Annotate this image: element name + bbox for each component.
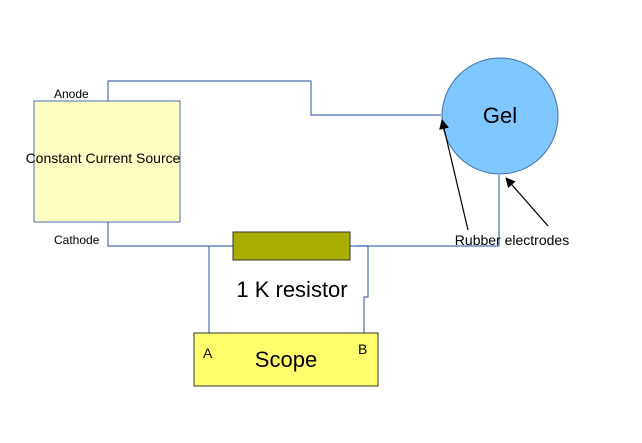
rubber-electrodes-label: Rubber electrodes bbox=[455, 232, 569, 248]
constant-current-source-box bbox=[33, 100, 181, 223]
scope-b-wire bbox=[357, 245, 369, 333]
gel-label: Gel bbox=[483, 103, 517, 128]
resistor-body bbox=[232, 231, 351, 261]
resistor-label: 1 K resistor bbox=[236, 277, 347, 302]
constant-current-source-label: Constant Current Source bbox=[26, 150, 181, 166]
anode-wire bbox=[107, 80, 441, 116]
scope-label: Scope bbox=[255, 347, 317, 372]
cathode-wire bbox=[107, 222, 233, 247]
scope-box bbox=[193, 332, 379, 387]
electrode-arrow-left bbox=[439, 119, 469, 231]
resistor-to-gel-wire bbox=[350, 175, 500, 247]
wires bbox=[107, 80, 500, 333]
electrode-arrow-right bbox=[505, 177, 549, 227]
scope-terminal-b-label: B bbox=[358, 341, 367, 357]
cathode-label: Cathode bbox=[54, 233, 100, 247]
gel-circle bbox=[441, 57, 559, 175]
anode-label: Anode bbox=[54, 87, 89, 101]
scope-terminal-a-label: A bbox=[203, 345, 213, 361]
